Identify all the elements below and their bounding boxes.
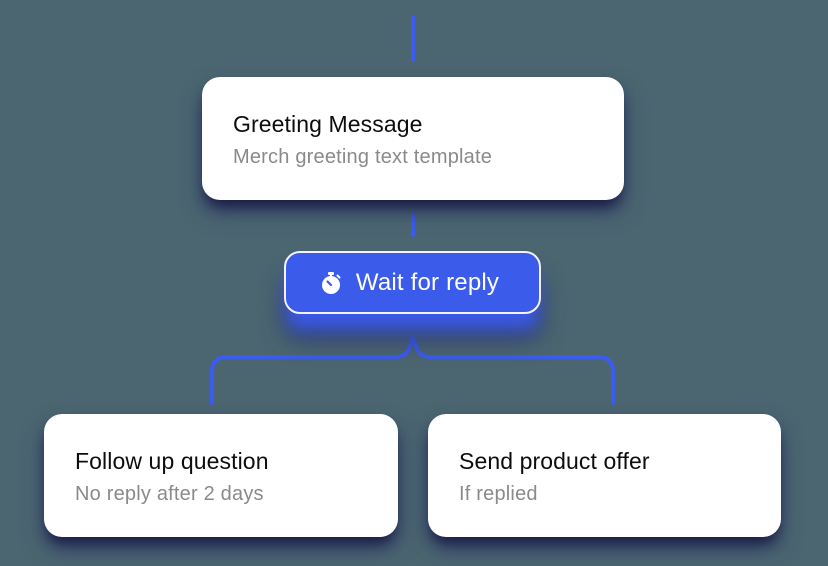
wait-label: Wait for reply (355, 268, 500, 296)
card-title: Send product offer (459, 448, 650, 474)
card-subtitle: No reply after 2 days (75, 483, 264, 505)
card-title: Follow up question (75, 448, 269, 474)
wait-for-reply-node[interactable]: Wait for reply (284, 251, 541, 314)
follow-up-question-card[interactable]: Follow up question No reply after 2 days (44, 414, 398, 537)
card-subtitle: Merch greeting text template (233, 146, 493, 168)
stopwatch-icon (321, 271, 341, 294)
incoming-connector (411, 15, 415, 62)
greeting-to-wait-connector (411, 213, 415, 237)
card-subtitle: If replied (459, 483, 538, 505)
send-product-offer-card[interactable]: Send product offer If replied (428, 414, 781, 537)
card-title: Greeting Message (233, 111, 423, 137)
greeting-message-card[interactable]: Greeting Message Merch greeting text tem… (202, 77, 624, 200)
